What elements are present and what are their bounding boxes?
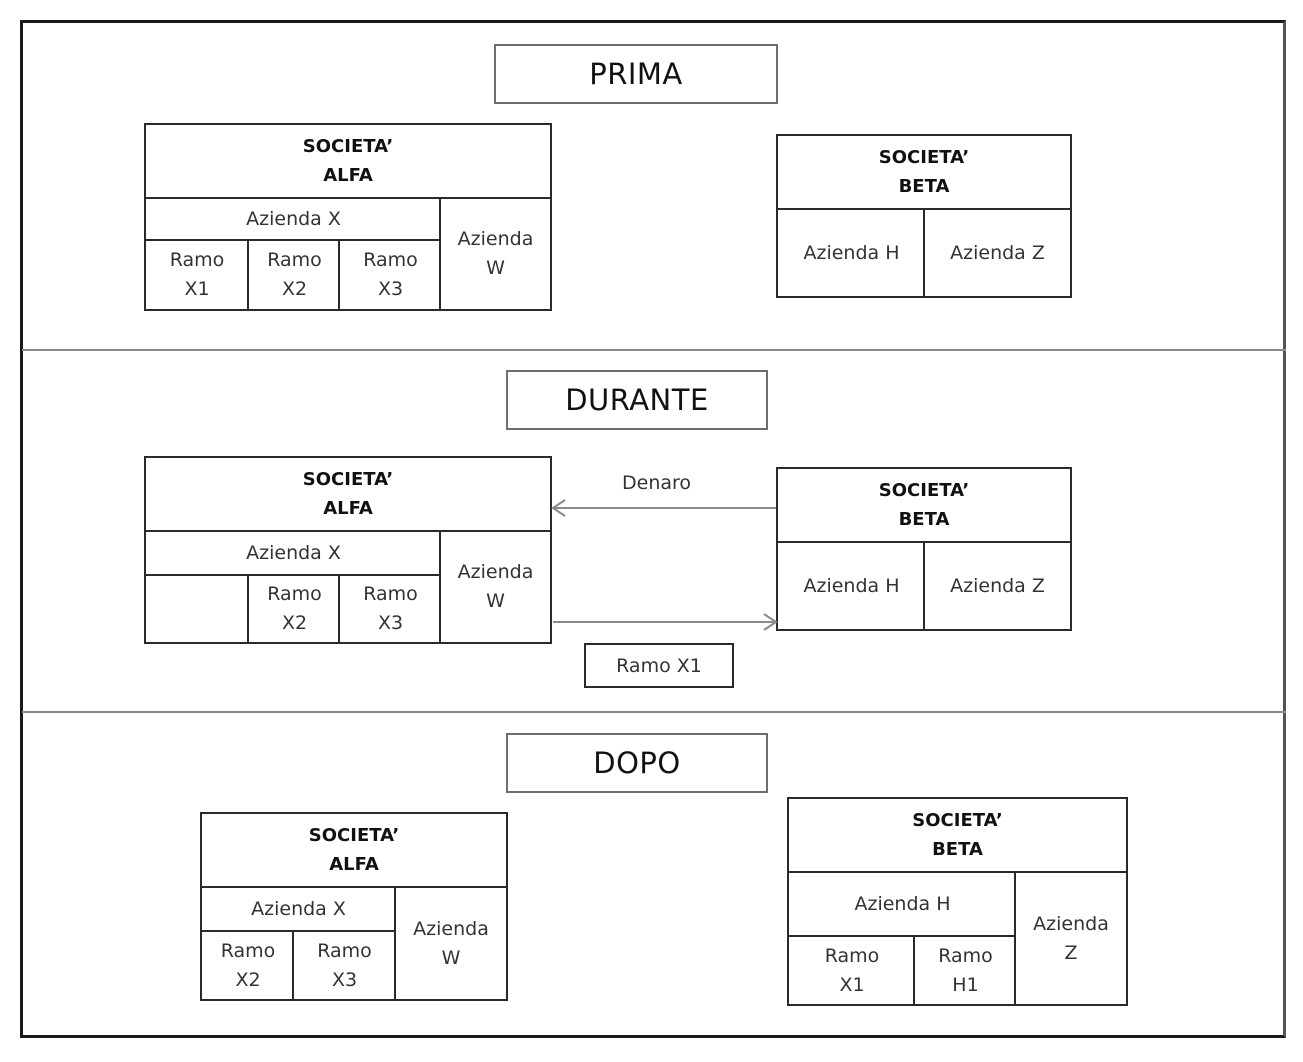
section-divider-2: [22, 711, 1286, 713]
beta-header: SOCIETA’BETA: [878, 480, 970, 530]
beta-header: SOCIETA’BETA: [878, 147, 970, 197]
phase-title-dopo: DOPO: [506, 733, 768, 793]
section-divider-1: [22, 349, 1286, 351]
durante-societa-beta: SOCIETA’BETA Azienda H Azienda Z: [776, 467, 1072, 631]
denaro-arrow: [551, 499, 776, 517]
azienda-x: Azienda X: [146, 530, 441, 574]
ramo-x1-arrow: [553, 613, 778, 631]
denaro-label: Denaro: [622, 472, 692, 494]
azienda-x: Azienda X: [202, 886, 395, 930]
azienda-h: Azienda H: [778, 208, 925, 296]
azienda-h: Azienda H: [778, 541, 925, 629]
azienda-z: Azienda Z: [923, 541, 1070, 629]
alfa-header: SOCIETA’ALFA: [302, 136, 394, 186]
azienda-z: Azienda Z: [923, 208, 1070, 296]
ramo-x1-empty-slot: [146, 574, 248, 642]
azienda-x: Azienda X: [146, 197, 441, 239]
diagram-frame: [20, 20, 1286, 1038]
azienda-h: Azienda H: [789, 871, 1016, 935]
ramo-x1-transfer-box: Ramo X1: [584, 643, 734, 688]
alfa-header: SOCIETA’ALFA: [308, 825, 400, 875]
phase-title-durante: DURANTE: [506, 370, 768, 430]
alfa-header: SOCIETA’ALFA: [302, 469, 394, 519]
prima-societa-beta: SOCIETA’BETA Azienda H Azienda Z: [776, 134, 1072, 298]
beta-header: SOCIETA’BETA: [912, 810, 1003, 860]
phase-title-prima: PRIMA: [494, 44, 778, 104]
